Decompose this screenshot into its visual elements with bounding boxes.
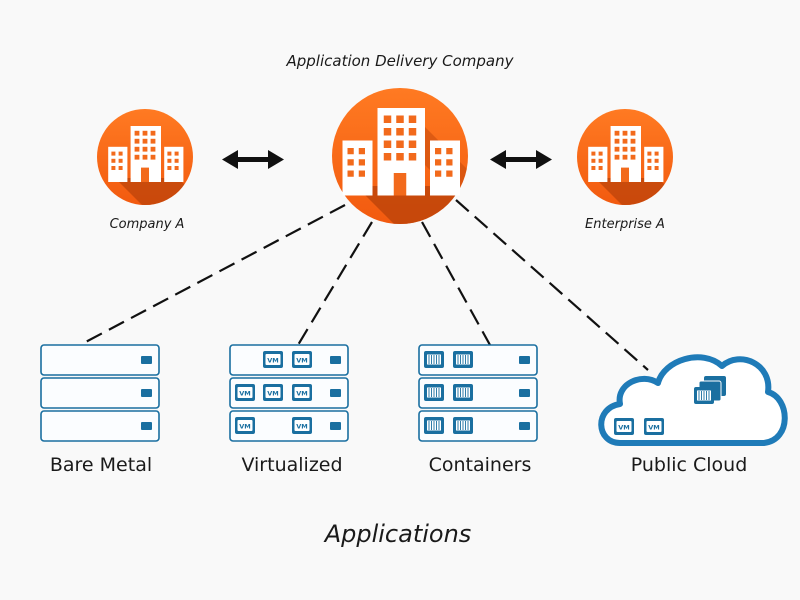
containers-label: Containers bbox=[429, 454, 532, 476]
bare-metal-label: Bare Metal bbox=[50, 454, 152, 476]
company-a-label: Company A bbox=[110, 217, 185, 232]
link-containers bbox=[421, 221, 491, 346]
link-public-cloud bbox=[455, 199, 649, 371]
dashed-connectors bbox=[79, 199, 649, 371]
application-delivery-company-icon bbox=[332, 88, 468, 224]
double-arrow-right-icon bbox=[490, 150, 552, 169]
bare-metal-server-icon bbox=[40, 344, 160, 442]
enterprise-a-icon bbox=[577, 109, 673, 205]
top-title: Application Delivery Company bbox=[286, 52, 515, 70]
company-a-icon bbox=[97, 109, 193, 205]
enterprise-a-label: Enterprise A bbox=[585, 217, 665, 232]
public-cloud-icon bbox=[598, 354, 788, 446]
link-virtualized bbox=[297, 221, 373, 346]
double-arrow-left-icon bbox=[222, 150, 284, 169]
applications-footer: Applications bbox=[323, 520, 472, 548]
containers-server-icon bbox=[418, 344, 538, 442]
virtualized-server-icon bbox=[229, 344, 349, 442]
virtualized-label: Virtualized bbox=[241, 454, 342, 476]
public-cloud-label: Public Cloud bbox=[631, 454, 748, 476]
